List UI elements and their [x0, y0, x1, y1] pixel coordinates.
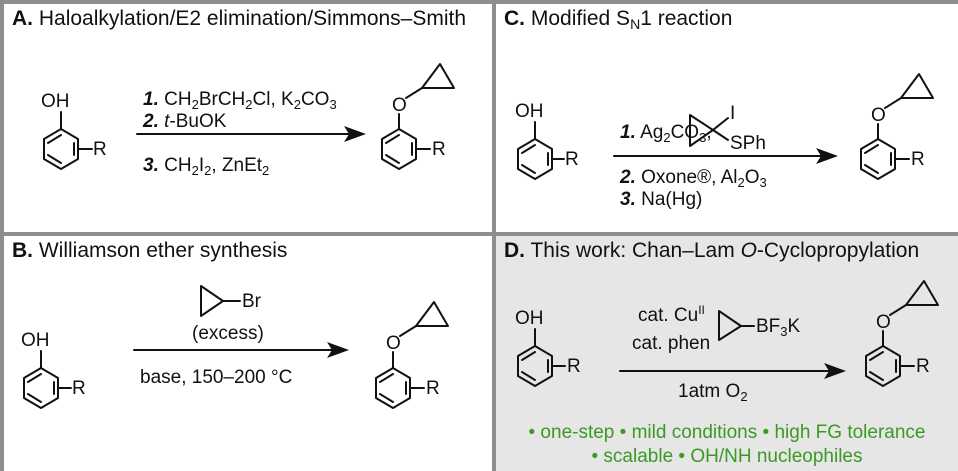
phenol-ring-inner-bonds — [521, 351, 549, 381]
arrow-head — [327, 342, 349, 358]
iodo-label: I — [730, 103, 736, 124]
product-ring-inner-bonds — [385, 134, 413, 164]
panel-d-title: D. This work: Chan–Lam O-Cyclopropylatio… — [504, 239, 920, 262]
panel-a-structures — [43, 63, 455, 170]
panel-b: B. Williamson ether synthesis OH R O R B… — [4, 236, 492, 471]
panel-c: C. Modified SN1 reaction OH R O R — [496, 4, 958, 232]
panel-d: D. This work: Chan–Lam O-Cyclopropylatio… — [496, 236, 958, 471]
product-r-label: R — [426, 378, 440, 399]
sph-label: SPh — [730, 133, 766, 154]
phenol-oh-label: OH — [515, 308, 544, 329]
product-o-label: O — [392, 95, 407, 116]
step-3-reagents: 3. CH2I2, ZnEt2 — [143, 155, 270, 178]
phenol-ring-inner-bonds — [47, 134, 75, 164]
arrow-head — [344, 126, 366, 142]
cyclopropyl-ring — [415, 301, 449, 327]
catalyst-phen: cat. phen — [632, 333, 711, 354]
excess-note: (excess) — [192, 323, 264, 344]
panel-a-letter: A. — [12, 7, 33, 30]
c-i-bond — [712, 117, 729, 131]
reagent-cyclopropyl-ring — [689, 114, 714, 147]
conditions-label: base, 150–200 °C — [140, 367, 293, 388]
product-o-label: O — [386, 333, 401, 354]
panel-a: A. Haloalkylation/E2 elimination/Simmons… — [4, 4, 492, 232]
panel-b-title: B. Williamson ether synthesis — [12, 239, 288, 262]
phenol-oh-label: OH — [21, 330, 50, 351]
step-2-reagents: 2. t-BuOK — [143, 111, 227, 132]
reagent-cyclopropyl-ring — [718, 310, 742, 341]
cyclopropyl-ring — [900, 73, 934, 99]
product-ring-inner-bonds — [864, 144, 892, 174]
arrow-head — [816, 148, 838, 164]
panel-c-title: C. Modified SN1 reaction — [504, 7, 733, 32]
phenol-oh-label: OH — [515, 101, 544, 122]
product-ring-inner-bonds — [379, 373, 407, 403]
phenol-r-label: R — [72, 378, 86, 399]
step-2-reagents: 2. Oxone®, Al2O3 — [620, 167, 767, 190]
product-o-label: O — [876, 312, 891, 333]
phenol-r-label: R — [567, 356, 581, 377]
c-sph-bond — [712, 129, 729, 141]
step-3-reagents: 3. Na(Hg) — [620, 189, 703, 210]
panel-b-letter: B. — [12, 239, 33, 262]
reagent-cyclopropyl-ring — [200, 285, 224, 317]
phenol-r-label: R — [565, 149, 579, 170]
panel-c-structures — [517, 73, 934, 180]
product-r-label: R — [916, 356, 930, 377]
o-cyclopropyl-bond — [884, 97, 902, 109]
bromide-label: Br — [242, 291, 261, 312]
product-r-label: R — [911, 149, 925, 170]
cyclopropyl-ring — [905, 280, 939, 306]
cyclopropyl-ring — [421, 63, 455, 89]
bf3k-label: BF3K — [756, 316, 801, 339]
catalyst-copper: cat. CuII — [638, 303, 705, 326]
arrow-head — [824, 363, 846, 379]
panel-c-letter: C. — [504, 7, 525, 30]
product-ring-inner-bonds — [869, 351, 897, 381]
o-cyclopropyl-bond — [399, 325, 417, 337]
phenol-r-label: R — [93, 139, 107, 160]
panel-b-structures — [23, 285, 449, 409]
oxygen-atmosphere: 1atm O2 — [678, 381, 748, 404]
phenol-oh-label: OH — [41, 91, 70, 112]
step-1-reagents: 1. Ag2CO3, — [620, 122, 712, 145]
panel-d-letter: D. — [504, 239, 525, 262]
feature-line-2: • scalable • OH/NH nucleophiles — [591, 446, 863, 467]
phenol-ring-inner-bonds — [27, 373, 55, 403]
o-cyclopropyl-bond — [405, 87, 423, 99]
panel-a-title: A. Haloalkylation/E2 elimination/Simmons… — [12, 7, 467, 30]
product-o-label: O — [871, 105, 886, 126]
phenol-ring-inner-bonds — [521, 144, 549, 174]
panel-d-structures — [517, 280, 939, 387]
o-cyclopropyl-bond — [889, 304, 907, 316]
feature-line-1: • one-step • mild conditions • high FG t… — [528, 422, 926, 443]
step-1-reagents: 1. CH2BrCH2Cl, K2CO3 — [143, 89, 337, 112]
product-r-label: R — [432, 139, 446, 160]
